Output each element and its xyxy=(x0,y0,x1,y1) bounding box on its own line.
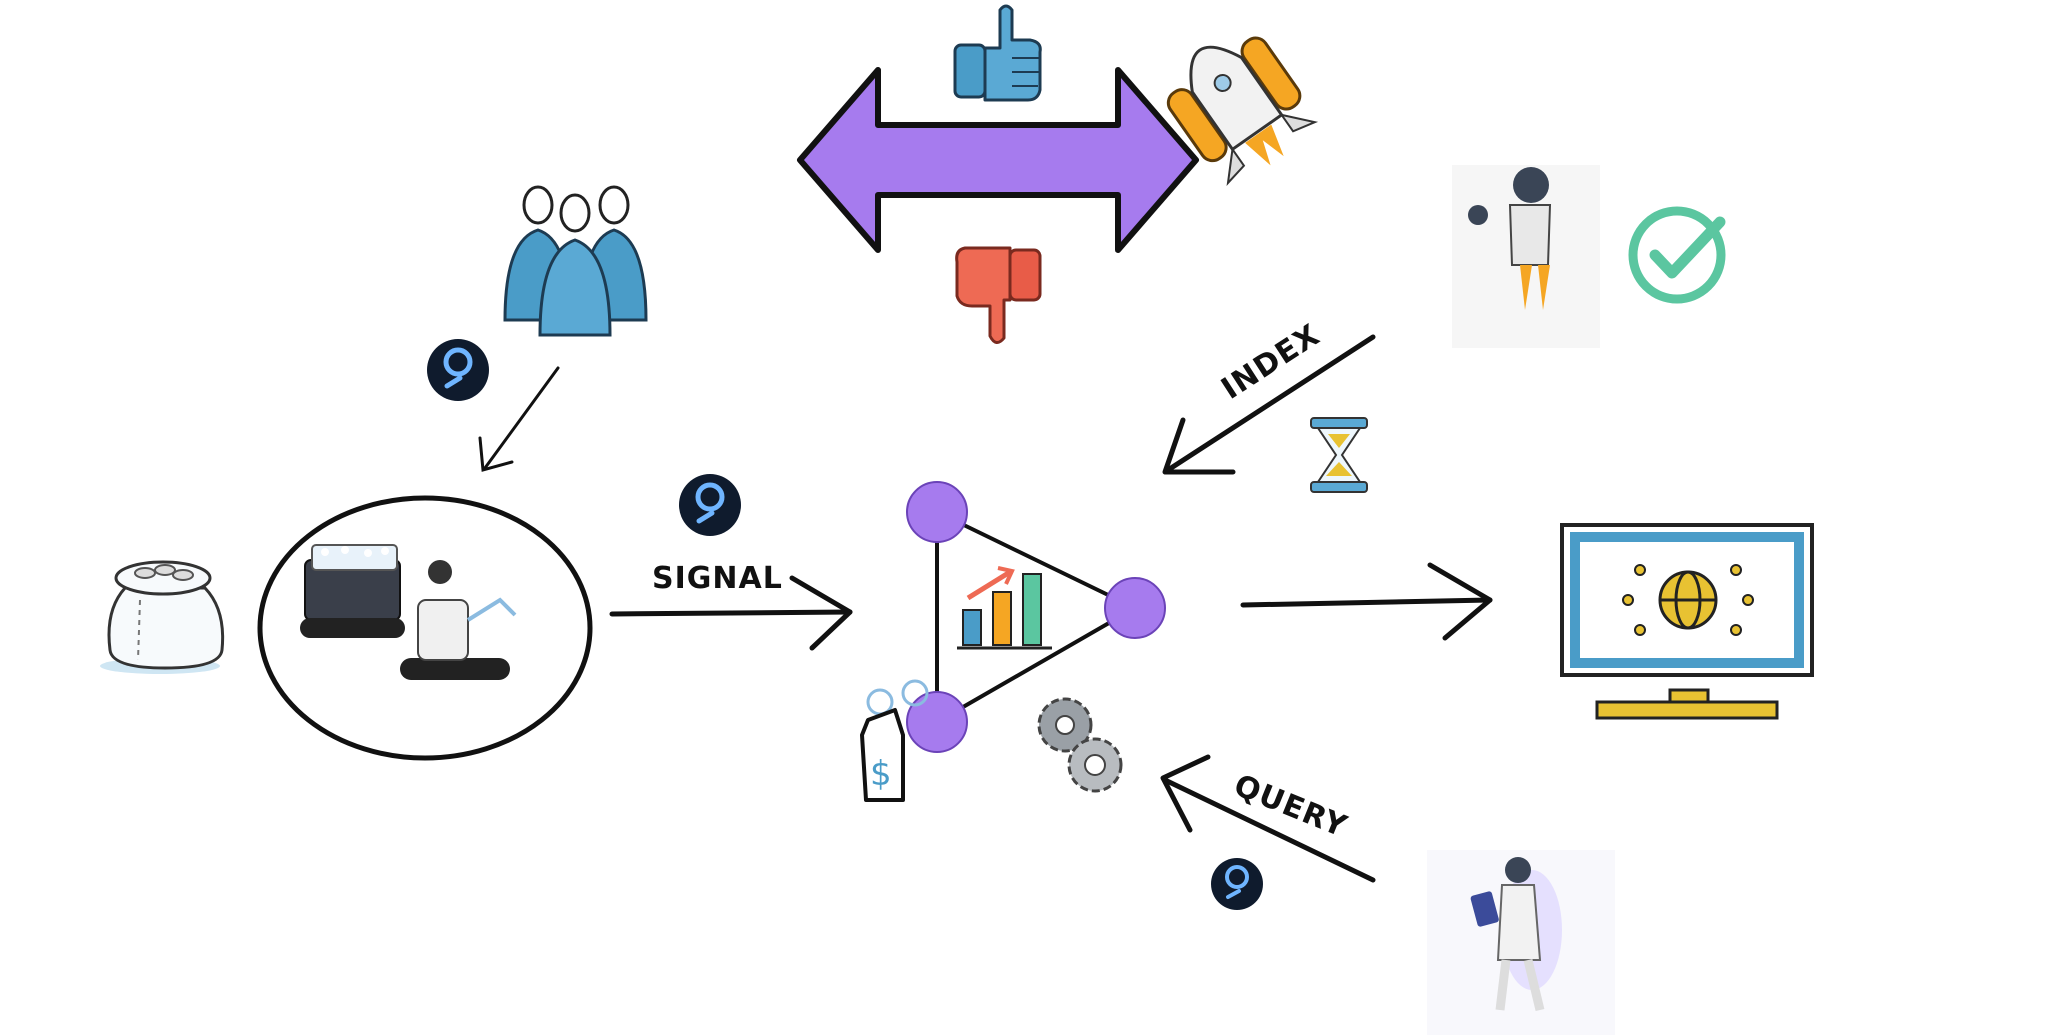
people-group-icon xyxy=(503,185,648,337)
index-label: INDEX xyxy=(1215,318,1326,407)
query-arrow xyxy=(1160,754,1376,883)
index-arrow xyxy=(1162,334,1376,475)
signal-arrow xyxy=(609,575,853,651)
thumbs-up-icon xyxy=(953,4,1042,102)
gears-icon xyxy=(1037,697,1123,793)
rocket-icon xyxy=(1166,36,1319,186)
indexer-machine-icon xyxy=(257,495,593,761)
price-tag-icon: $ xyxy=(860,679,929,802)
monitor-globe-icon xyxy=(1560,523,1814,720)
coin-sack-icon xyxy=(100,560,225,674)
graph-token-icon xyxy=(427,339,489,401)
thumbs-down-icon xyxy=(955,246,1042,344)
hourglass-icon xyxy=(1310,417,1368,493)
query-label: QUERY xyxy=(1229,768,1352,845)
signal-label: SIGNAL xyxy=(652,561,783,596)
double-arrow xyxy=(797,67,1199,253)
svg-text:$: $ xyxy=(870,754,892,794)
checkmark-icon xyxy=(1628,206,1726,304)
jetpack-astronaut-icon xyxy=(1452,165,1600,348)
subgraph-triangle-icon xyxy=(906,481,1166,753)
arrow-people-to-indexer xyxy=(478,366,560,472)
monitor-arrow xyxy=(1240,562,1493,641)
graph-token-icon xyxy=(679,474,741,536)
graph-token-icon xyxy=(1211,858,1263,910)
astronaut-tablet-icon xyxy=(1427,850,1615,1035)
